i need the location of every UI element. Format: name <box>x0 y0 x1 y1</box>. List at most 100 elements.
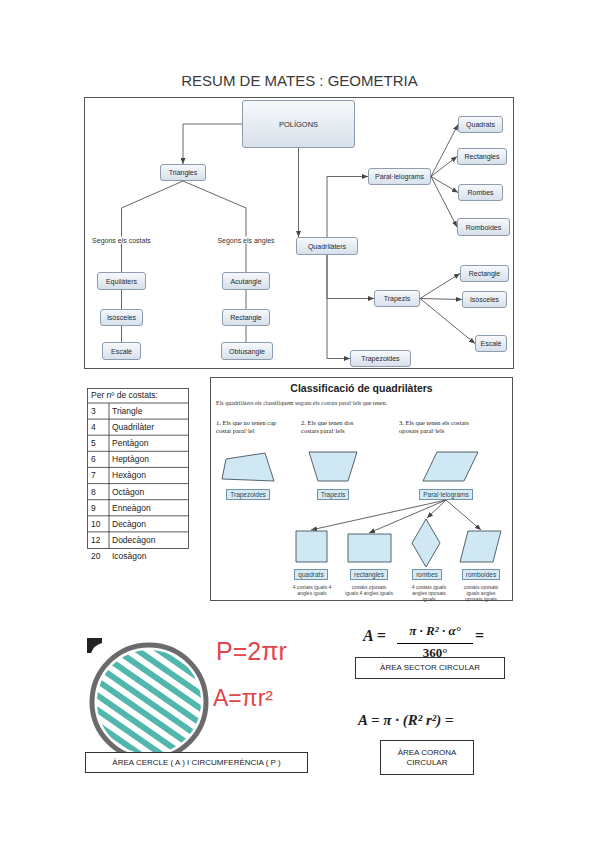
quadrilateral-shape <box>348 534 391 562</box>
shape-label: Trapezis <box>317 489 350 500</box>
connector <box>183 181 246 272</box>
concept-box: Quadrilàters <box>296 237 358 255</box>
connector <box>431 157 457 177</box>
concept-box: Triangles <box>160 164 206 181</box>
concept-box: Rombes <box>458 184 503 201</box>
table-cell: 8 <box>91 484 108 500</box>
table-cell: 5 <box>91 435 108 451</box>
formula-caption: ÀREA CORONA CIRCULAR <box>380 740 474 775</box>
shape-outline <box>455 530 507 569</box>
node-label: Rombes <box>467 189 493 196</box>
quadrilateral-shape <box>460 531 501 562</box>
table-cell: 4 <box>91 419 108 435</box>
connector <box>246 290 247 309</box>
shape-label: rombes <box>412 569 442 580</box>
table-cell: 10 <box>91 516 108 532</box>
node-label: Paral·lelograms <box>375 173 424 180</box>
connector <box>327 255 374 299</box>
connector <box>431 125 458 177</box>
shape-outline <box>343 533 395 569</box>
table-cell: 7 <box>91 467 108 483</box>
quadrilateral-shape <box>309 452 357 481</box>
concept-box: Paral·lelograms <box>368 168 431 185</box>
concept-box: Escalè <box>475 335 507 352</box>
node-label: POLÍGONS <box>279 120 318 129</box>
formula-caption: ÀREA SECTOR CIRCULAR <box>355 657 505 679</box>
table-cell: 20 <box>91 548 108 564</box>
concept-box: Rectangle <box>222 309 270 326</box>
node-label: Equilàters <box>106 278 137 285</box>
shape-label: Paral·lelograms <box>419 489 473 500</box>
table-cell: 6 <box>91 451 108 467</box>
shape-label: rectangles <box>350 569 388 580</box>
node-label: Obtusangle <box>229 348 265 355</box>
node-label: Quadrats <box>466 121 495 128</box>
node-label: Isòsceles <box>470 296 499 303</box>
formula-caption: ÀREA CERCLE ( A ) I CIRCUMFERÈNCIA ( P ) <box>85 752 308 773</box>
concept-box: Escalè <box>102 342 141 360</box>
formula: A = <box>363 627 386 645</box>
page-title: RESUM DE MATES : GEOMETRIA <box>0 72 599 89</box>
connector <box>121 290 122 309</box>
formula-denominator: 360° <box>396 645 474 661</box>
caption-text: ÀREA CORONA CIRCULAR <box>389 748 465 768</box>
node-label: Isòsceles <box>107 314 136 321</box>
table-cell: Hexàgon <box>112 467 186 483</box>
node-label: Romboides <box>466 224 501 231</box>
connector <box>427 500 446 518</box>
table-cell: Heptàgon <box>112 451 186 467</box>
table-cell: Octàgon <box>112 484 186 500</box>
table-grid <box>88 389 189 549</box>
shape-description: costats oposats iguals angles oposats ig… <box>457 584 505 602</box>
formula: = <box>475 627 484 645</box>
connector <box>369 500 446 533</box>
concept-box: Isòsceles <box>100 309 143 326</box>
shape-label: romboides <box>462 569 500 580</box>
connector <box>298 148 299 237</box>
quadrilateral-item: Trapezis <box>305 451 361 500</box>
table-cell: Dodecàgon <box>112 532 186 548</box>
quadrilateral-item: Trapezoides <box>220 452 276 500</box>
quadrilateral-item: rectanglescostats oposats iguals 4 angle… <box>343 533 395 596</box>
concept-box: Obtusangle <box>221 342 273 360</box>
shape-outline <box>405 518 449 569</box>
quadrilateral-item: rombes4 costats iguals angles oposats ig… <box>405 518 449 602</box>
table-cell: Icosàgon <box>112 548 186 564</box>
edge-label: Segons els angles <box>216 237 275 244</box>
section-heading: 2. Els que tenen dos costats paral·lels <box>301 419 367 435</box>
quadrilateral-shape <box>412 519 440 567</box>
node-label: Rectangle <box>230 314 262 321</box>
connector <box>183 124 242 164</box>
connector <box>431 177 457 228</box>
node-label: Triangles <box>169 169 198 176</box>
node-label: Rectangle <box>469 270 501 277</box>
circle-outline <box>92 645 206 759</box>
node-label: Trapezis <box>384 295 411 302</box>
concept-box: Isòsceles <box>462 291 507 308</box>
node-label: Quadrilàters <box>308 243 346 250</box>
connector <box>327 177 368 238</box>
quadrilateral-shape <box>296 531 327 562</box>
table-cell: 12 <box>91 532 108 548</box>
connector <box>446 500 481 530</box>
formula: P=2πr <box>216 636 287 666</box>
quadrilateral-item: romboides costats oposats iguals angles o… <box>455 530 507 602</box>
connector <box>122 181 184 272</box>
classification-panel: TrapezoidesTrapezisParal·lelogramsquadra… <box>210 377 513 601</box>
connector <box>420 274 460 299</box>
caption-text: ÀREA SECTOR CIRCULAR <box>380 663 480 673</box>
table-cell: 9 <box>91 500 108 516</box>
section-heading: 3. Els que tenen els costats oposats par… <box>399 419 481 435</box>
corner-mark <box>87 638 102 653</box>
formula: A=πr² <box>213 684 273 712</box>
shape-description: 4 costats iguals 4 angles iguals <box>288 584 336 596</box>
table-cell: Decàgon <box>112 516 186 532</box>
shape-outline <box>410 451 482 489</box>
quadrilateral-item: Paral·lelograms <box>410 451 482 500</box>
concept-box: Quadrats <box>458 116 503 133</box>
table-cell: Pentàgon <box>112 435 186 451</box>
concept-box: Equilàters <box>97 272 146 290</box>
concept-box: Rectangles <box>457 148 507 165</box>
edge-label: Segons els costats <box>91 237 152 244</box>
table-cell: 3 <box>91 403 108 419</box>
